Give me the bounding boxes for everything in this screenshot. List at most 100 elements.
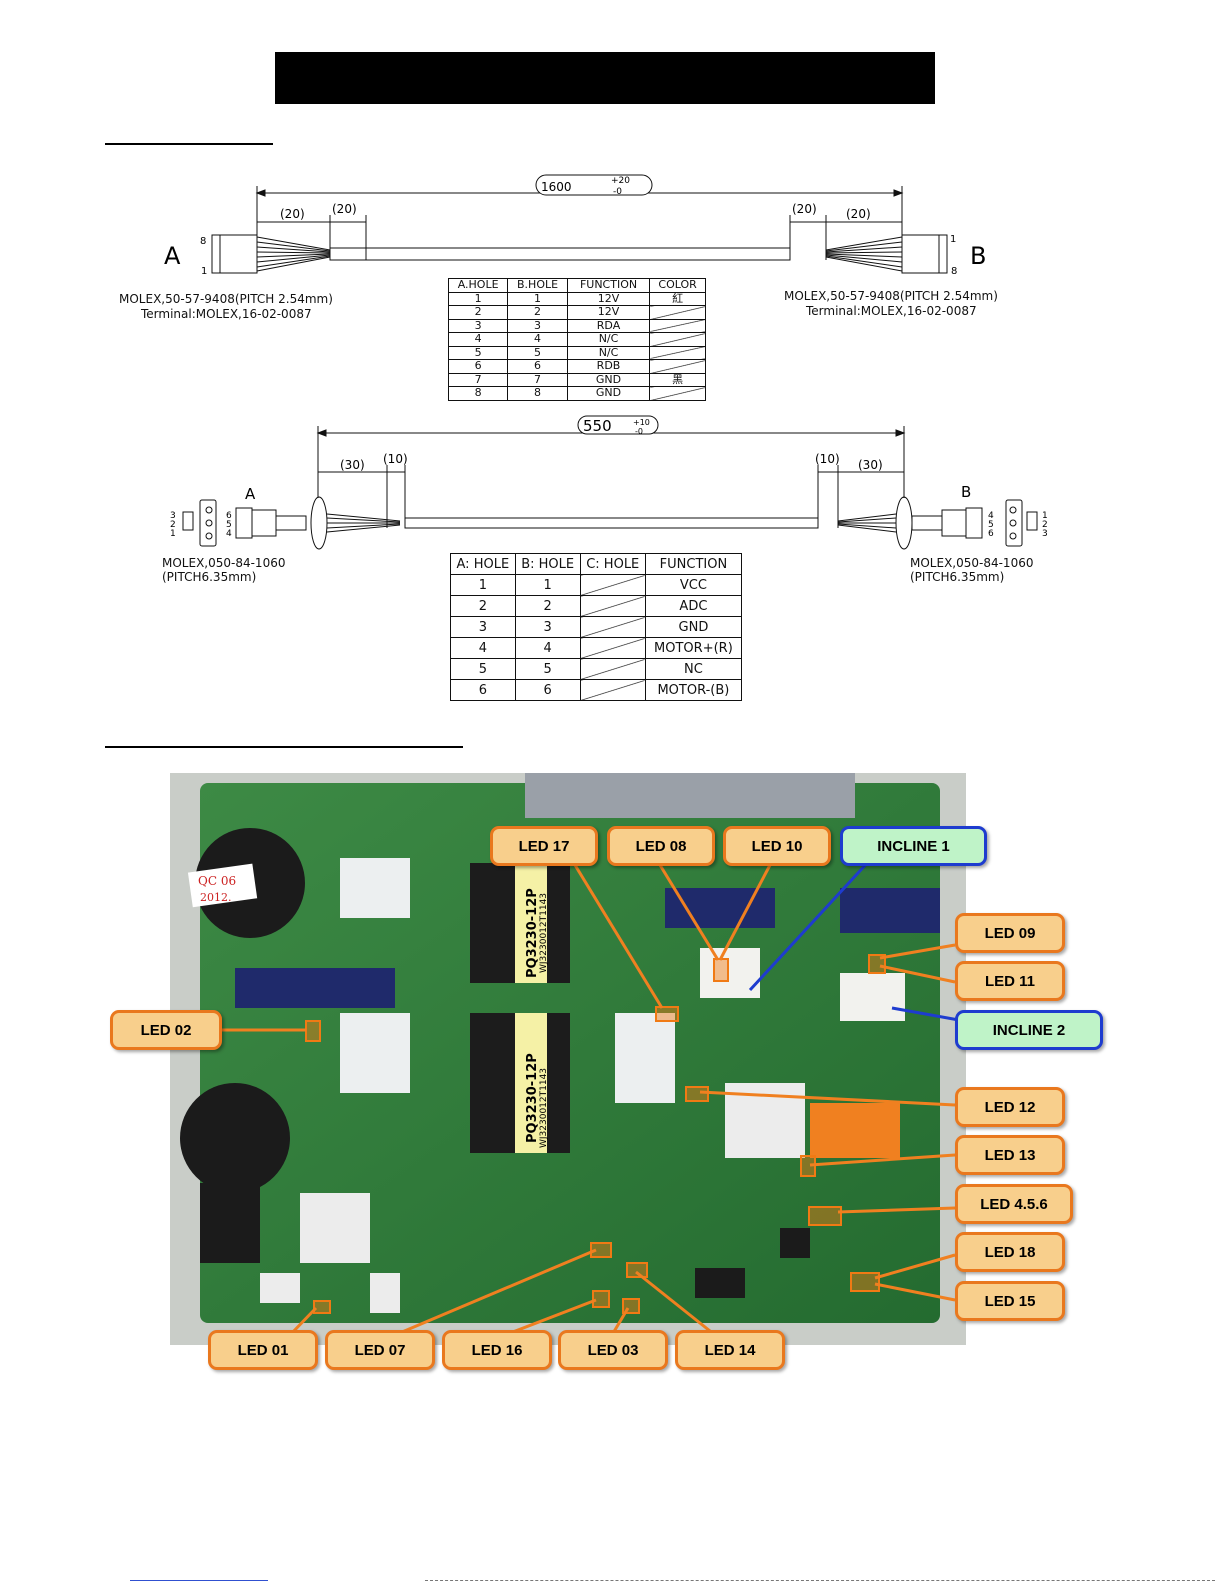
cable-1-seg-dim: (20): [332, 202, 357, 216]
callout-led-18: LED 18: [955, 1232, 1065, 1272]
callout-led-12: LED 12: [955, 1087, 1065, 1127]
cable-2-pin-label: 3: [170, 511, 176, 521]
led-12-marker: [685, 1086, 709, 1102]
cable-2-pin-label: 6: [988, 529, 994, 539]
cable-1-tol-minus: -0: [613, 187, 622, 197]
led-07-marker: [590, 1242, 612, 1258]
cable-2-pin-label: 1: [170, 529, 176, 539]
cable-2-pin-label: 5: [988, 520, 994, 530]
led-01-marker: [313, 1300, 331, 1314]
footer-rule: [425, 1580, 1215, 1582]
table-header: C: HOLE: [579, 553, 646, 575]
cable-1-end-b: B: [970, 242, 986, 270]
qc-sticker: QC 06: [198, 874, 236, 888]
cable-1-pin-label: 8: [951, 266, 957, 277]
cable-1-overall-dim: 1600: [541, 180, 572, 194]
led-456-marker: [808, 1206, 842, 1226]
cable-1-pin-label: 8: [200, 236, 206, 247]
cable-2-pin-label: 5: [226, 520, 232, 530]
cable-2-pin-label: 4: [226, 529, 232, 539]
led-18-15-marker: [850, 1272, 880, 1292]
cable-2-pin-label: 2: [1042, 520, 1048, 530]
callout-led-09: LED 09: [955, 913, 1065, 953]
transformer-label: WJ3230012T1143: [539, 1068, 549, 1148]
cable-2-drawing: 550 +10 -0 (30) (10) (10) (30) A B 3 2 1…: [170, 415, 1048, 550]
transformer-label: PQ3230-12P: [525, 888, 540, 978]
cable-2-pin-label: 4: [988, 511, 994, 521]
cable-2-end-a: A: [245, 485, 256, 503]
callout-led-02: LED 02: [110, 1010, 222, 1050]
cable-1-pin-label: 1: [950, 234, 956, 245]
cable-1-seg-dim: (20): [846, 207, 871, 221]
callout-led-01: LED 01: [208, 1330, 318, 1370]
qc-sticker: 2012.: [200, 891, 232, 904]
cable-2-pin-label: 2: [170, 520, 176, 530]
cable-1-connector-a-spec: MOLEX,50-57-9408(PITCH 2.54mm) Terminal:…: [119, 292, 333, 321]
table-header: B: HOLE: [514, 553, 581, 575]
transformer-label: WJ3230012T1143: [539, 893, 549, 973]
transformer-label: PQ3230-12P: [525, 1053, 540, 1143]
callout-incline-2: INCLINE 2: [955, 1010, 1103, 1050]
cable-2-pin-label: 3: [1042, 529, 1048, 539]
cable-2-connector-b-spec: MOLEX,050-84-1060 (PITCH6.35mm): [910, 556, 1034, 584]
led-17-marker: [655, 1006, 679, 1022]
callout-led-03: LED 03: [558, 1330, 668, 1370]
cable-2-seg-dim: (10): [815, 452, 840, 466]
cable-2-overall-dim: 550: [583, 417, 612, 435]
footer-link-underline: [130, 1580, 268, 1581]
cable-2-tol-plus: +10: [633, 418, 650, 427]
callout-led-16: LED 16: [442, 1330, 552, 1370]
cable-1-end-a: A: [164, 242, 181, 270]
table-header: A.HOLE: [447, 278, 509, 293]
cable-2-tol-minus: -0: [635, 427, 643, 436]
cable-2-pin-label: 6: [226, 511, 232, 521]
table-header: COLOR: [649, 278, 706, 293]
section-heading-underline: [105, 746, 463, 748]
cable-1-pin-label: 1: [201, 266, 207, 277]
cable-2-seg-dim: (10): [383, 452, 408, 466]
callout-led-07: LED 07: [325, 1330, 435, 1370]
pcb-photo: QC 06 2012. PQ3230-12P WJ3230012T1143 PQ…: [170, 773, 966, 1345]
callout-led-13: LED 13: [955, 1135, 1065, 1175]
callout-led-10: LED 10: [723, 826, 831, 866]
cable-1-seg-dim: (20): [792, 202, 817, 216]
callout-led-15: LED 15: [955, 1281, 1065, 1321]
cable-2-seg-dim: (30): [858, 458, 883, 472]
cable-2-pin-label: 1: [1042, 511, 1048, 521]
callout-incline-1: INCLINE 1: [840, 826, 987, 866]
callout-led-08: LED 08: [607, 826, 715, 866]
cable-1-seg-dim: (20): [280, 207, 305, 221]
cable-1-tol-plus: +20: [611, 176, 630, 186]
callout-led-456: LED 4.5.6: [955, 1184, 1073, 1224]
led-16-marker: [592, 1290, 610, 1308]
callout-led-17: LED 17: [490, 826, 598, 866]
section-heading-underline: [105, 143, 273, 145]
cable-1-connector-b-spec: MOLEX,50-57-9408(PITCH 2.54mm) Terminal:…: [784, 289, 998, 318]
callout-led-14: LED 14: [675, 1330, 785, 1370]
callout-led-11: LED 11: [955, 961, 1065, 1001]
led-14-marker: [626, 1262, 648, 1278]
cable-2-end-b: B: [961, 483, 971, 501]
title-bar: [275, 52, 935, 104]
cable-2-seg-dim: (30): [340, 458, 365, 472]
table-header: A: HOLE: [450, 553, 516, 575]
cable-2-connector-a-spec: MOLEX,050-84-1060 (PITCH6.35mm): [162, 556, 286, 584]
table-header: FUNCTION: [566, 278, 651, 293]
